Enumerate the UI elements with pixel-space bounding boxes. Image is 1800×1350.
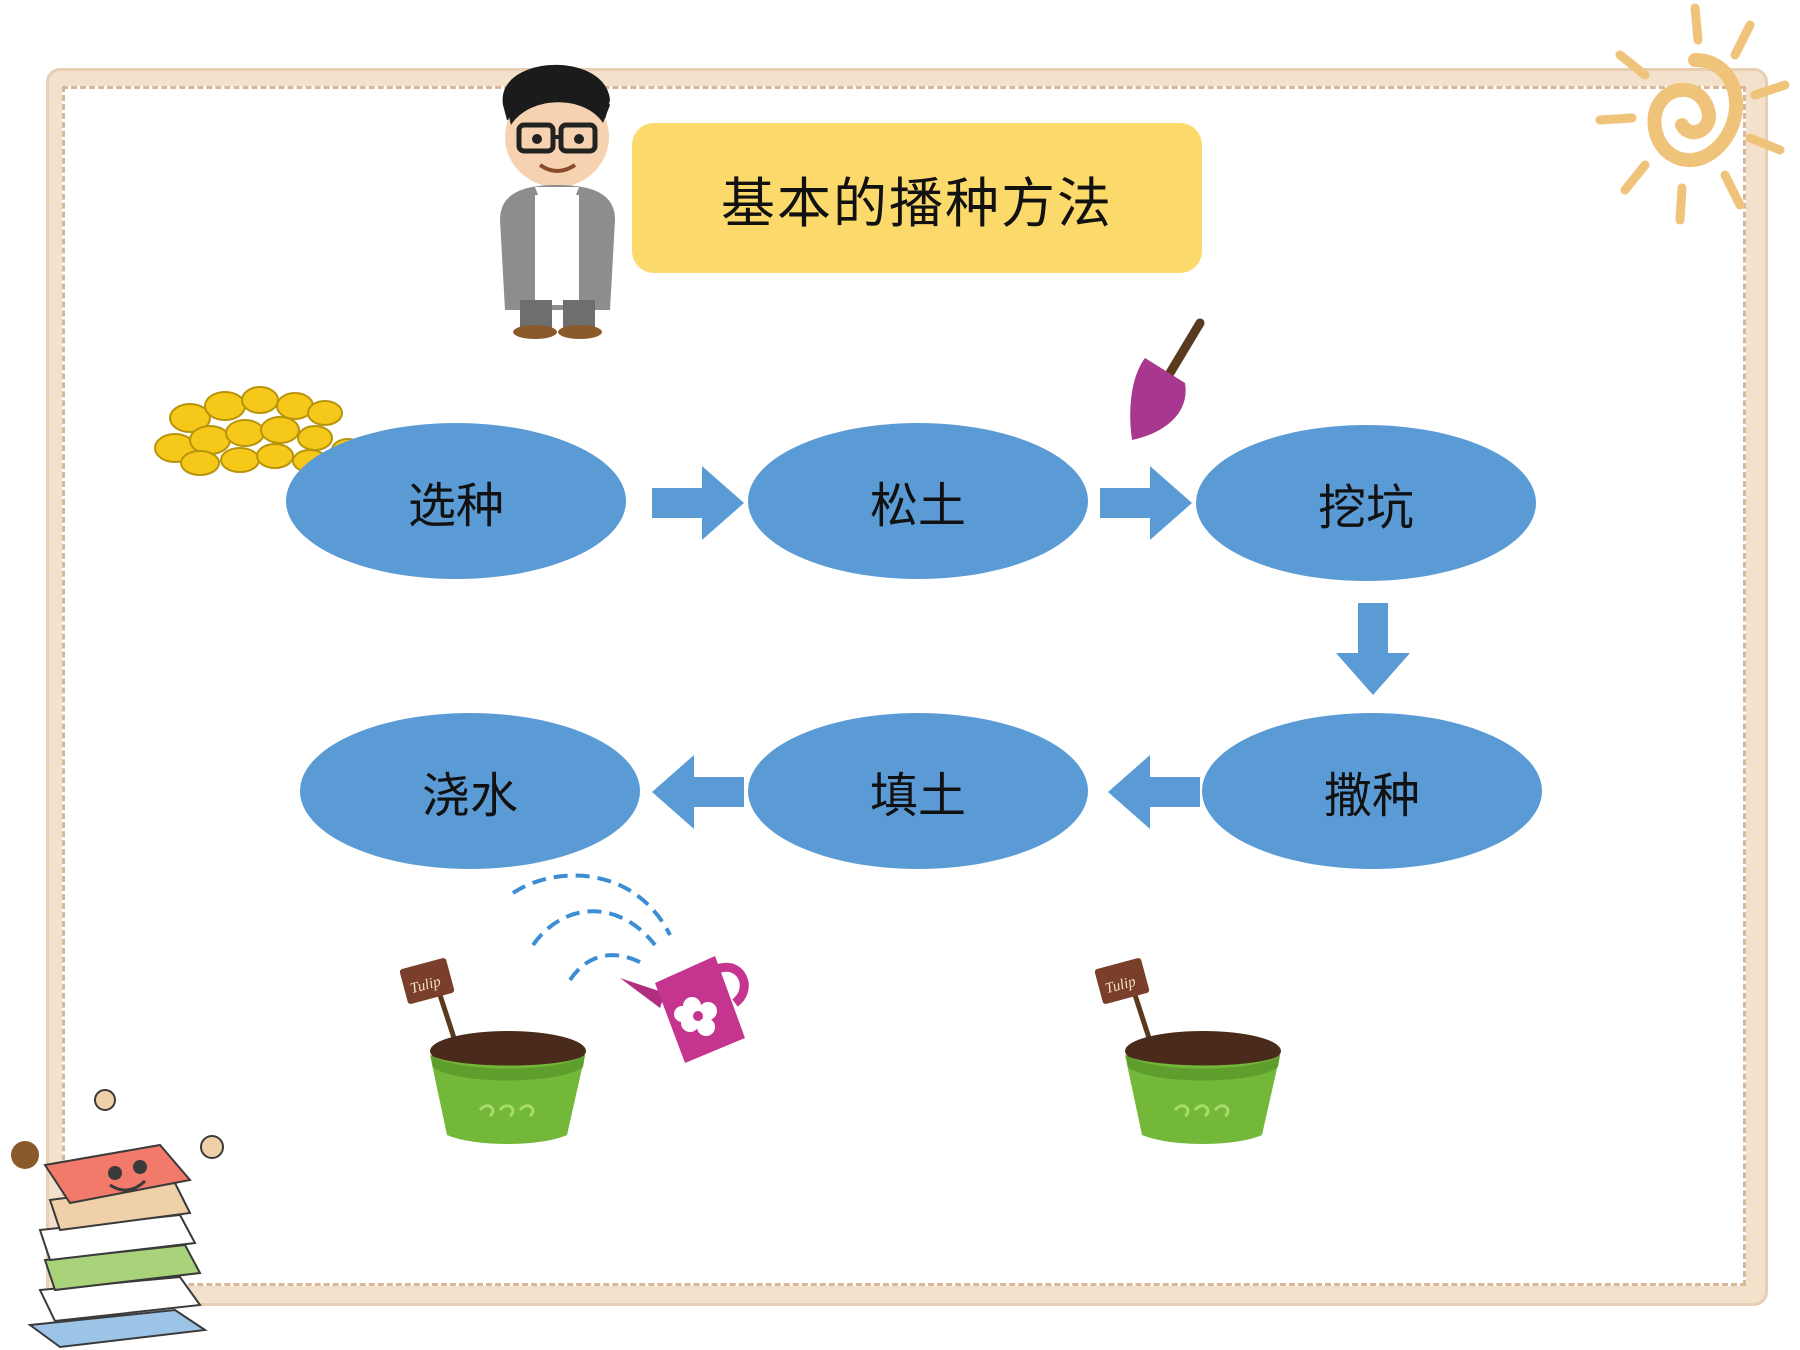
water-spray-icon: [511, 873, 672, 982]
arrow-right-icon: [652, 466, 744, 540]
step-node-cover-soil: 填土: [748, 713, 1088, 869]
step-label: 填土: [869, 768, 966, 824]
arrow-right-icon: [1100, 466, 1192, 540]
trowel-icon: [1130, 318, 1205, 440]
step-node-sow-seeds: 撒种: [1202, 713, 1542, 869]
flower-pot-icon: Tulip: [399, 958, 586, 1144]
title-banner: 基本的播种方法: [632, 123, 1202, 273]
arrow-left-icon: [652, 755, 744, 829]
step-node-select-seeds: 选种: [286, 423, 626, 579]
step-label: 挖坑: [1317, 480, 1414, 536]
teacher-character-icon: [500, 64, 615, 339]
pot-sign-label: Tulip: [409, 974, 443, 998]
step-label: 撒种: [1323, 768, 1420, 824]
slide-content-area: [62, 86, 1746, 1286]
step-node-dig-hole: 挖坑: [1196, 425, 1536, 581]
arrow-down-icon: [1336, 603, 1410, 695]
flower-pot-icon: Tulip: [1094, 958, 1281, 1144]
step-label: 松土: [869, 478, 966, 534]
watering-can-icon: [620, 956, 749, 1063]
pot-sign-label: Tulip: [1104, 974, 1138, 998]
step-label: 选种: [407, 478, 504, 534]
step-label: 浇水: [421, 768, 518, 824]
arrow-left-icon: [1108, 755, 1200, 829]
sun-icon: [1595, 3, 1790, 225]
book-stack-icon: [11, 1089, 224, 1349]
page-title: 基本的播种方法: [721, 171, 1113, 235]
step-node-loosen-soil: 松土: [748, 423, 1088, 579]
step-node-water: 浇水: [300, 713, 640, 869]
